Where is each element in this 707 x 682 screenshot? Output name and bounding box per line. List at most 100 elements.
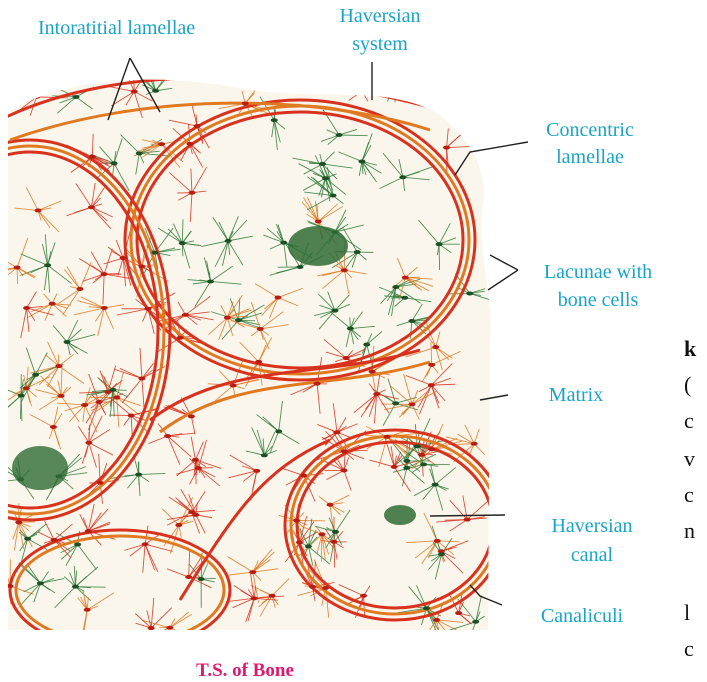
lacuna-cell — [135, 473, 142, 477]
lacuna-cell — [418, 453, 425, 457]
label-concentric-1: Concentric — [546, 119, 634, 141]
lacuna-cell — [185, 575, 192, 579]
lacuna-cell — [76, 287, 83, 291]
canaliculus — [395, 81, 415, 84]
lacuna-cell — [111, 161, 118, 165]
lacuna-cell — [455, 611, 462, 615]
canaliculus — [447, 68, 457, 75]
lacuna-cell — [23, 386, 30, 390]
canaliculus — [435, 75, 447, 83]
lacuna-cell — [37, 581, 44, 585]
lacuna-cell — [138, 376, 145, 380]
lacuna-cell — [331, 309, 338, 313]
canaliculus — [151, 628, 161, 651]
canaliculus — [465, 89, 472, 113]
lacuna-cell — [444, 73, 451, 77]
label-lacunae-1: Lacunae with — [544, 261, 652, 283]
lacuna-cell — [128, 414, 135, 418]
canaliculus — [17, 268, 18, 285]
lacuna-cell — [402, 276, 409, 280]
lacuna-cell — [391, 465, 398, 469]
lacuna-cell — [471, 442, 478, 446]
lacuna-cell — [434, 539, 441, 543]
lacuna-cell — [55, 364, 62, 368]
canaliculus — [151, 628, 153, 642]
canaliculus — [439, 244, 440, 270]
cut-off-letter: n — [684, 518, 695, 543]
lacuna-cell — [340, 468, 347, 472]
label-haversian-system-1: Haversian — [339, 5, 420, 27]
canaliculus — [362, 72, 372, 91]
lacuna-cell — [369, 370, 376, 374]
lacuna-cell — [113, 396, 120, 400]
label-matrix: Matrix — [549, 384, 603, 406]
lacuna-cell — [50, 425, 57, 429]
lacuna-cell — [305, 544, 312, 548]
lacuna-cell — [428, 447, 435, 451]
canaliculus — [442, 75, 447, 97]
lacuna-cell — [314, 382, 321, 386]
lacuna-cell — [392, 285, 399, 289]
lacuna-cell — [188, 414, 195, 418]
lacuna-cell — [433, 618, 440, 622]
lacuna-cell — [110, 388, 117, 392]
lacuna-cell — [192, 513, 199, 517]
lacuna-cell — [49, 302, 56, 306]
canaliculus — [447, 49, 461, 75]
lacuna-cell — [85, 529, 92, 533]
lacuna-cell — [225, 239, 232, 243]
lacuna-cell — [408, 319, 415, 323]
lacuna-cell — [23, 306, 30, 310]
lacuna-cell — [341, 268, 348, 272]
lacuna-cell — [97, 481, 104, 485]
lacuna-cell — [224, 316, 231, 320]
lacuna-cell — [414, 444, 421, 448]
lacuna-cell — [253, 469, 260, 473]
haversian-canal-lower — [384, 505, 416, 525]
lacuna-cell — [428, 383, 435, 387]
canaliculus — [395, 81, 417, 88]
canaliculus — [465, 89, 466, 109]
canaliculus — [465, 89, 470, 101]
canaliculus — [447, 57, 458, 75]
lacuna-cell — [261, 453, 268, 457]
lacuna-cell — [64, 340, 71, 344]
lacuna-cell — [148, 626, 155, 630]
lacuna-cell — [249, 570, 256, 574]
lacuna-cell — [194, 124, 201, 128]
lacuna-cell — [318, 532, 325, 536]
lacuna-cell — [74, 542, 81, 546]
lacuna-cell — [466, 291, 473, 295]
cut-off-letter: c — [684, 636, 694, 661]
label-haversian-system-2: system — [352, 33, 408, 55]
canaliculus — [443, 75, 448, 94]
lacuna-cell — [88, 205, 95, 209]
canaliculus — [395, 81, 396, 94]
lacuna-cell — [44, 263, 51, 267]
cut-off-letter: l — [684, 600, 690, 625]
lacuna-cell — [235, 318, 242, 322]
lacuna-cell — [343, 356, 350, 360]
canaliculus — [465, 89, 474, 94]
lacuna-cell — [360, 594, 367, 598]
lacuna-cell — [341, 449, 348, 453]
label-interstitial-lamellae: Intoratitial lamellae — [38, 17, 195, 39]
label-lacunae-2: bone cells — [558, 289, 639, 311]
lacuna-cell — [319, 162, 326, 166]
lacuna-cell — [242, 102, 249, 106]
lacuna-cell — [15, 520, 22, 524]
lacuna-cell — [89, 155, 96, 159]
lacuna-cell — [392, 79, 399, 83]
canaliculus — [395, 78, 406, 80]
lacuna-cell — [420, 462, 427, 466]
lacuna-cell — [274, 296, 281, 300]
lacuna-cell — [164, 434, 171, 438]
cut-off-body-text: k(cvcnlc — [684, 336, 697, 661]
label-canaliculi: Canaliculi — [541, 605, 624, 627]
lacuna-cell — [207, 279, 214, 283]
lacuna-cell — [230, 383, 237, 387]
lacuna-cell — [192, 458, 199, 462]
canaliculus — [465, 88, 484, 89]
label-haversian-canal-2: canal — [571, 544, 614, 566]
